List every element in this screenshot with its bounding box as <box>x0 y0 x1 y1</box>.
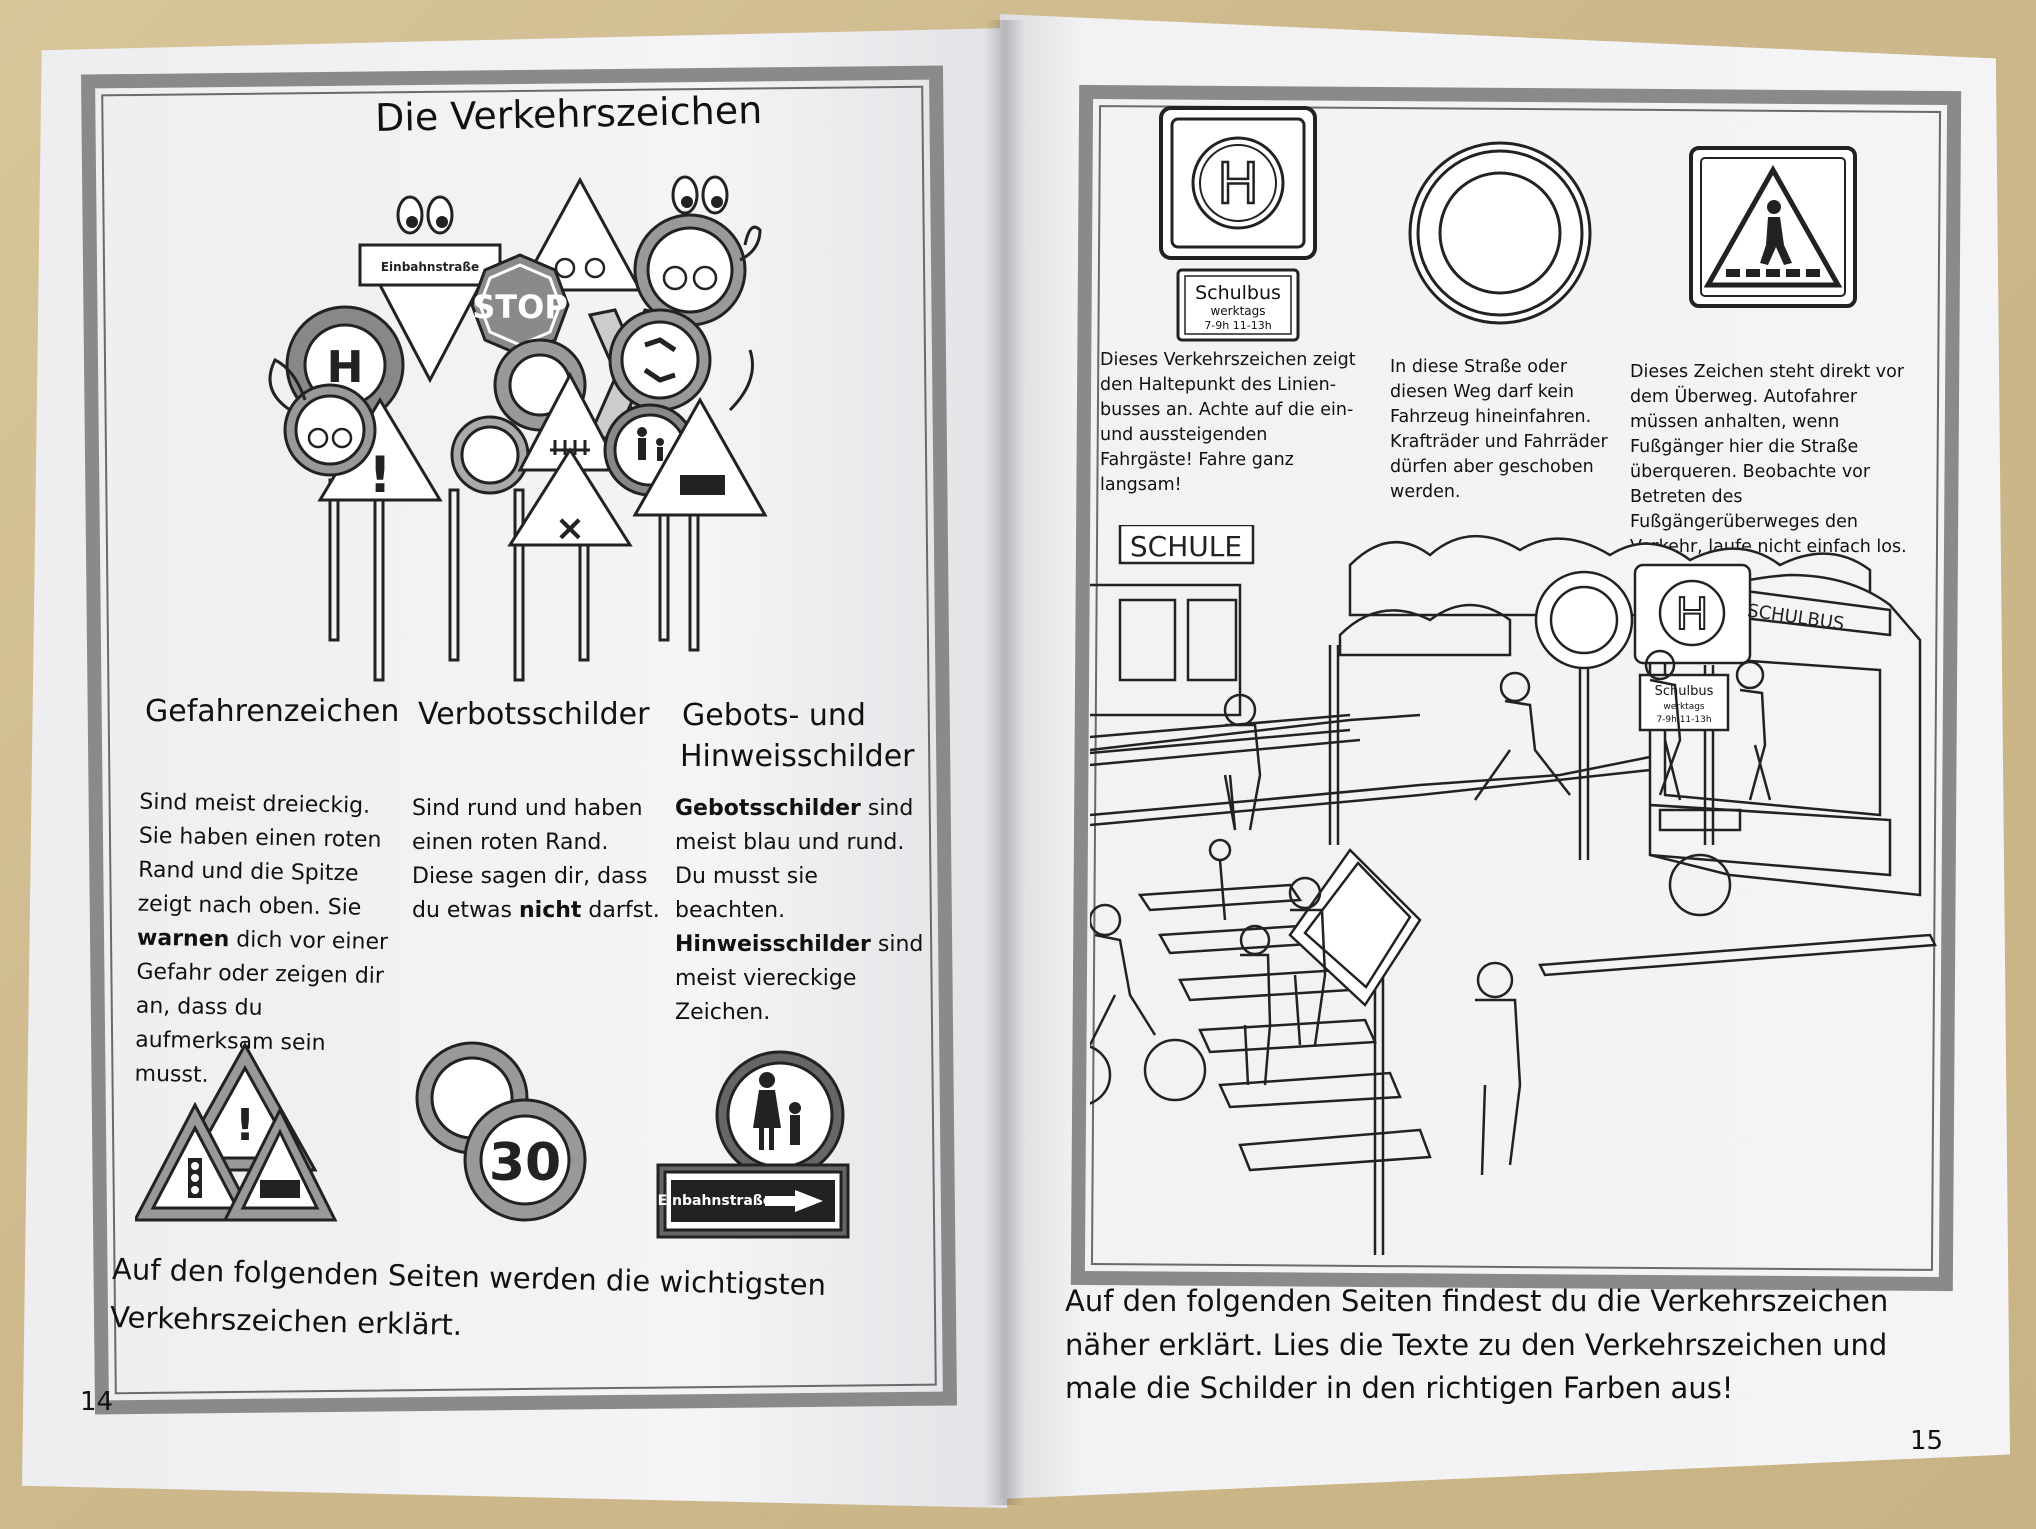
pedestrian-crossing-sign <box>1689 146 1857 308</box>
page-title: Die Verkehrszeichen <box>374 87 763 141</box>
scene-plate-title: Schulbus <box>1655 684 1714 699</box>
pedestrian-crossing-description: Dieses Zeichen steht direkt vor dem Über… <box>1630 362 1907 557</box>
heading-danger-signs: Gefahrenzeichen <box>145 694 400 729</box>
no-vehicles-sign <box>1408 141 1592 325</box>
pedestrian-and-one-way-example: Einbahnstraße <box>656 1050 850 1239</box>
svg-text:!: ! <box>235 1100 255 1151</box>
right-footer-line2: näher erklärt. Lies die Texte zu den Ver… <box>1065 1328 1888 1362</box>
speed-limit-signs-example: 30 <box>415 1041 587 1222</box>
warning-signs-example: ! <box>135 1041 338 1222</box>
one-way-example-label: Einbahnstraße <box>658 1193 773 1209</box>
svg-text:×: × <box>555 508 585 549</box>
heading-mandatory-signs-line2: Hinweisschilder <box>680 739 915 774</box>
bus-stop-symbol: H <box>1217 152 1259 217</box>
page-number-left: 14 <box>80 1387 114 1417</box>
book-gutter <box>985 20 1025 1505</box>
scene-plate-times: 7-9h 11-13h <box>1656 715 1711 725</box>
scene-plate-sub: werktags <box>1663 702 1705 712</box>
traffic-signs-cluster: Einbahnstraße STOP H ! × <box>268 175 768 682</box>
bus-stop-sign: H Schulbus werktags 7-9h 11-13h <box>1159 106 1317 342</box>
svg-text:!: ! <box>369 446 392 504</box>
one-way-sign-label: Einbahnstraße <box>381 260 479 274</box>
heading-prohibition-signs: Verbotsschilder <box>418 697 650 732</box>
page-number-right: 15 <box>1910 1426 1944 1456</box>
bus-stop-sign-label: H <box>327 342 364 393</box>
heading-mandatory-signs-line1: Gebots- und <box>682 698 866 733</box>
speed-limit-value: 30 <box>489 1133 561 1193</box>
right-footer-line3: male die Schilder in den richtigen Farbe… <box>1065 1371 1734 1405</box>
scene-bus-stop-symbol: H <box>1675 589 1708 640</box>
bus-plate-title: Schulbus <box>1195 282 1281 304</box>
left-footer-line2: Verkehrszeichen erklärt. <box>109 1300 463 1342</box>
bus-plate-sub: werktags <box>1210 304 1265 318</box>
right-footer-line1: Auf den folgenden Seiten findest du die … <box>1065 1284 1889 1318</box>
street-scene-illustration: SCHULE SCHULBUS H Schulbus werktags 7-9h… <box>1090 525 1937 1255</box>
school-sign-text: SCHULE <box>1130 530 1242 563</box>
text-mandatory-signs: Gebotsschilder sind meist blau und rund.… <box>675 796 924 1025</box>
bus-stop-description: Dieses Verkehrszeichen zeigt den Haltepu… <box>1100 350 1356 495</box>
stop-sign-label: STOP <box>472 288 568 326</box>
text-prohibition-signs: Sind rund und haben einen roten Rand. Di… <box>412 796 660 923</box>
bus-plate-times: 7-9h 11-13h <box>1204 319 1271 332</box>
no-vehicles-description: In diese Straße oder diesen Weg darf kei… <box>1390 357 1608 502</box>
